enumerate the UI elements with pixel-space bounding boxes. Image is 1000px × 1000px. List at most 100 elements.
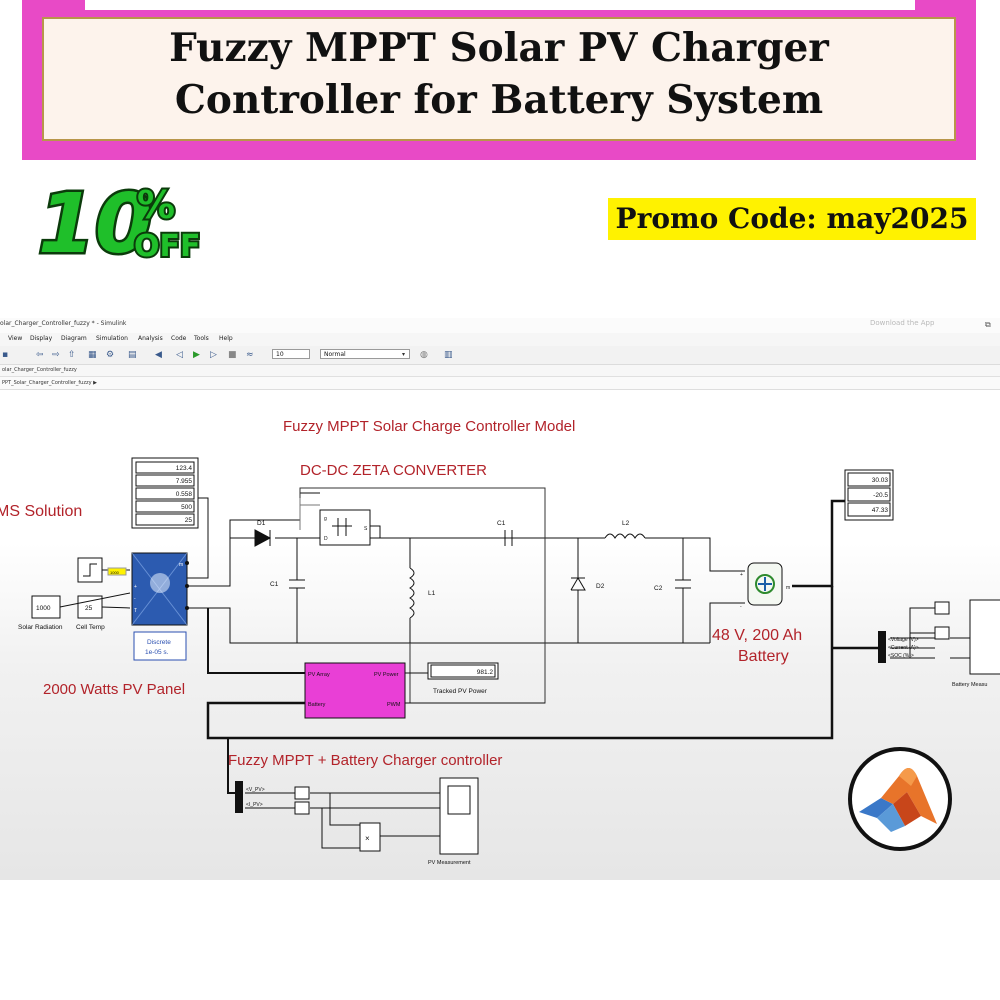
step-block (77, 557, 103, 583)
menu-bar: View Display Diagram Simulation Analysis… (0, 333, 1000, 346)
chevron-down-icon[interactable]: ▾ (402, 351, 406, 358)
forward-icon[interactable]: ⇨ (52, 350, 60, 360)
cap-c1-series (410, 530, 590, 546)
diode-d2 (570, 538, 586, 643)
solar-label: Solar Radiation (18, 624, 63, 631)
library-icon[interactable]: ▦ (88, 350, 97, 360)
menu-view[interactable]: View (8, 335, 23, 342)
pv-port-plus: + (134, 584, 137, 590)
battery-port-plus: + (740, 572, 743, 578)
bus-i-pv: <I_PV> (246, 802, 263, 808)
label-d1: D1 (257, 520, 266, 527)
mosfet-s: S (364, 526, 368, 532)
banner-title-box (42, 17, 956, 141)
label-c1-shunt: C1 (270, 581, 279, 588)
bus-soc: <SOC (%)> (888, 653, 914, 659)
pv-measurement-label: PV Measurement (428, 860, 471, 866)
tab-bar: olar_Charger_Controller_fuzzy (0, 365, 1000, 377)
mosfet-g: g (324, 516, 327, 522)
menu-tools[interactable]: Tools (194, 335, 209, 342)
discount-off: OFF (134, 229, 201, 264)
step-back-2-icon[interactable]: ◁ (176, 350, 183, 360)
restore-icon[interactable]: ⧉ (985, 320, 991, 329)
diode-d1 (254, 529, 272, 547)
up-icon[interactable]: ⇧ (68, 350, 76, 360)
solar-constant-value: 1000 (36, 605, 51, 612)
inductor-l2 (604, 533, 646, 539)
panel-label: 2000 Watts PV Panel (43, 681, 185, 698)
mosfet-block (319, 509, 371, 546)
batt-display-value-3: 47.33 (872, 507, 889, 514)
banner-top-strip (85, 0, 915, 10)
battery-label-line2: Battery (738, 648, 789, 665)
step-value: 1000 (110, 570, 120, 575)
label-l2: L2 (622, 520, 630, 527)
controller-block (304, 662, 406, 719)
step-forward-icon[interactable]: ▷ (210, 350, 217, 360)
wire-pv-display (186, 497, 209, 579)
label-c1-series: C1 (497, 520, 506, 527)
battery-scope-block (969, 599, 1000, 675)
label-l1: L1 (428, 590, 436, 597)
breadcrumb[interactable]: PPT_Solar_Charger_Controller_fuzzy ▶ (2, 380, 97, 386)
diagram-canvas[interactable]: Fuzzy MPPT Solar Charge Controller Model… (0, 318, 1000, 880)
check-icon[interactable]: ◍ (420, 350, 428, 360)
sim-mode-select[interactable]: Normal (320, 349, 410, 359)
grid-icon[interactable]: ▥ (444, 350, 453, 360)
model-tab[interactable]: olar_Charger_Controller_fuzzy (2, 367, 77, 373)
pv-convert-2 (294, 801, 310, 815)
menu-code[interactable]: Code (171, 335, 187, 342)
pv-display-value-4: 500 (181, 504, 192, 511)
save-icon[interactable]: ▪ (2, 350, 9, 360)
battery-bus-selector (878, 631, 886, 663)
ctrl-out-pv-power: PV Power (374, 672, 399, 678)
discount-percent: % (137, 183, 175, 227)
promo-code: Promo Code: may2025 (615, 202, 969, 235)
breadcrumb-bar: PPT_Solar_Charger_Controller_fuzzy ▶ (0, 377, 1000, 390)
back-icon[interactable]: ⇦ (36, 350, 44, 360)
pv-display-value-5: 25 (185, 517, 193, 524)
ctrl-in-battery: Battery (308, 702, 326, 708)
pv-port-minus: - (134, 596, 136, 602)
inductor-l1 (409, 567, 415, 619)
stop-time-input[interactable]: 10 (272, 349, 310, 359)
step-back-icon[interactable]: ◀ (155, 350, 162, 360)
discrete-line1: Discrete (147, 639, 171, 646)
pv-bus-selector (235, 781, 243, 813)
ctrl-out-pwm: PWM (387, 702, 401, 708)
pv-display-value-3: 0.558 (176, 491, 193, 498)
pv-convert-1 (294, 786, 310, 800)
wire-gate (229, 492, 320, 538)
model-icon[interactable]: ▤ (128, 350, 137, 360)
bus-voltage: <Voltage (V)> (888, 637, 919, 643)
settings-icon[interactable]: ⚙ (106, 350, 115, 360)
bus-v-pv: <V_PV> (246, 787, 265, 793)
batt-display-value-2: -20.5 (873, 492, 888, 499)
run-icon[interactable]: ▶ (193, 350, 200, 360)
menu-display[interactable]: Display (30, 335, 53, 342)
menu-diagram[interactable]: Diagram (61, 335, 87, 342)
model-title: Fuzzy MPPT Solar Charge Controller Model (283, 418, 575, 435)
ctrl-in-pv-array: PV Array (308, 672, 330, 678)
menu-simulation[interactable]: Simulation (96, 335, 128, 342)
cap-c2 (675, 538, 691, 643)
converter-label: DC-DC ZETA CONVERTER (300, 462, 487, 479)
battery-label-line1: 48 V, 200 Ah (712, 627, 802, 644)
label-c2: C2 (654, 585, 663, 592)
wire-bottom-rail (186, 607, 710, 644)
window-title: olar_Charger_Controller_fuzzy * - Simuli… (0, 320, 127, 327)
stop-icon[interactable]: ■ (228, 350, 237, 360)
scope-icon[interactable]: ≈ (246, 350, 254, 360)
battery-port-minus: - (740, 604, 742, 610)
product-block (359, 822, 381, 852)
battery-port-m: m (786, 585, 790, 591)
toolbar: ▪ ⇦ ⇨ ⇧ ▦ ⚙ ▤ ◀ ◁ ▶ ▷ ■ ≈ 10 Normal ▾ ◍ … (0, 346, 1000, 365)
battery-measurement-label: Battery Measu (952, 682, 987, 688)
promo-highlight (608, 198, 976, 240)
menu-analysis[interactable]: Analysis (138, 335, 163, 342)
menu-help[interactable]: Help (219, 335, 233, 342)
simulink-window: olar_Charger_Controller_fuzzy * - Simuli… (0, 318, 1000, 880)
matlab-logo-icon (848, 747, 952, 851)
controller-label: Fuzzy MPPT + Battery Charger controller (228, 752, 502, 769)
temp-label: Cell Temp (76, 624, 105, 631)
